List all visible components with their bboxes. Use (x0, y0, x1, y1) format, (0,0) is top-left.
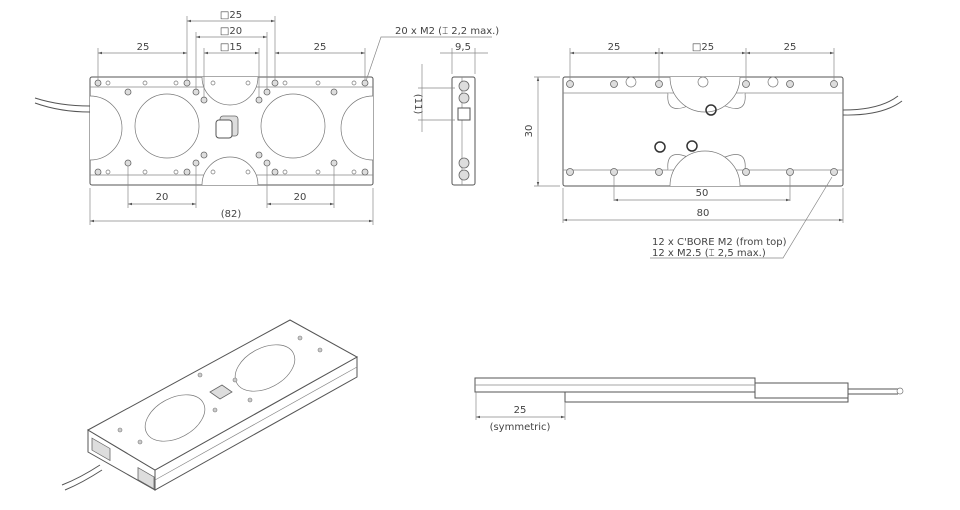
cable (848, 388, 898, 395)
dim-overall-82: (82) (221, 209, 242, 220)
aperture (260, 93, 326, 159)
dim-height-30: 30 (524, 125, 535, 138)
cable (61, 464, 103, 491)
dim-sq25: □25 (692, 42, 714, 53)
aperture (134, 93, 200, 159)
dim-left-25: 25 (608, 42, 621, 53)
dim-sq20: □20 (220, 26, 242, 37)
dim-25: 25 (514, 405, 527, 416)
dim-50: 50 (696, 188, 709, 199)
profile-view: 25 (symmetric) (474, 377, 904, 433)
isometric-view (61, 319, 359, 491)
cable (842, 95, 903, 116)
dim-height-11: (11) (412, 94, 423, 115)
cable (34, 97, 91, 113)
dim-bottom-right-20: 20 (294, 192, 307, 203)
side-view: 9,5 (11) (412, 42, 488, 186)
callout-m2-holes: 20 x M2 (⌶ 2,2 max.) (395, 26, 499, 37)
bottom-view: 25 □25 25 30 50 80 12 x C'BORE M2 (from … (524, 42, 903, 259)
dim-80: 80 (697, 208, 710, 219)
dim-symmetric-note: (symmetric) (490, 422, 551, 433)
dim-sq15: □15 (220, 42, 242, 53)
dim-right-25: 25 (314, 42, 327, 53)
dim-width-9-5: 9,5 (455, 42, 471, 53)
top-view: □25 □20 □15 25 25 20 20 (82) 20 x M2 (⌶ … (34, 10, 499, 225)
callout-counterbore-line2: 12 x M2.5 (⌶ 2,5 max.) (652, 248, 766, 259)
counterbore-holes (566, 76, 838, 176)
dim-right-25: 25 (784, 42, 797, 53)
callout-counterbore-line1: 12 x C'BORE M2 (from top) (652, 237, 787, 248)
dim-sq25: □25 (220, 10, 242, 21)
mounting-holes (94, 79, 369, 176)
dim-left-25: 25 (137, 42, 150, 53)
dim-bottom-left-20: 20 (156, 192, 169, 203)
